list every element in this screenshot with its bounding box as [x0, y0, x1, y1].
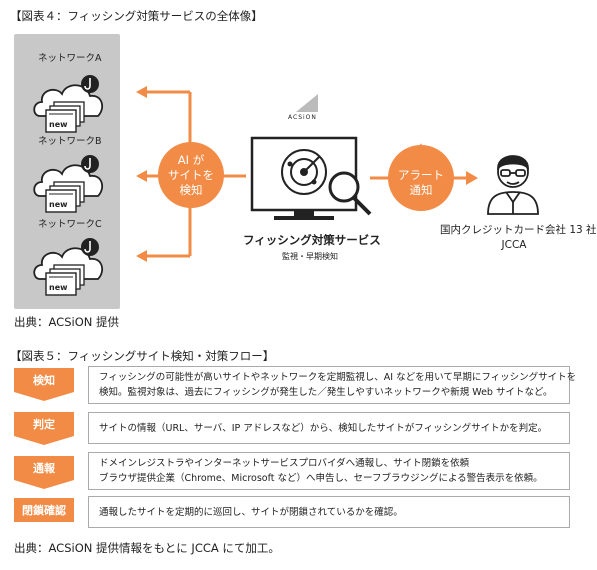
- ai-circle-line: AI が: [177, 152, 205, 167]
- step-desc-line: ブラウザ提供企業（Chrome、Microsoft など）へ申告し、セーフブラウ…: [99, 473, 543, 484]
- magnifier-icon: [328, 171, 372, 216]
- step-desc-line: 通報したサイトを定期的に巡回し、サイトが閉鎖されているかを確認。: [99, 506, 403, 518]
- step-desc-line: フィッシングの可能性が高いサイトやネットワークを定期監視し、AI などを用いて早…: [99, 372, 577, 383]
- alert-circle-line: 通知: [409, 183, 433, 197]
- ai-detect-circle: AI が サイトを 検知: [158, 142, 224, 208]
- network-a-icon: [33, 74, 104, 133]
- ai-circle-line: 検知: [179, 182, 203, 197]
- acsion-logo-text: ACSiON: [288, 114, 317, 121]
- new-badge: new: [49, 120, 68, 129]
- network-c-label: ネットワークC: [38, 219, 102, 230]
- step-desc-line: ドメインレジストラやインターネットサービスプロバイダへ通報し、サイト閉鎖を依頼: [99, 458, 470, 469]
- alert-circle-line: アラート: [398, 168, 444, 182]
- step-desc-confirm: 通報したサイトを定期的に巡回し、サイトが閉鎖されているかを確認。: [88, 496, 570, 528]
- arrowheads-left: [136, 86, 147, 262]
- customer-label: 国内クレジットカード会社 13 社 JCCA: [440, 222, 597, 251]
- step-arrow: [14, 480, 74, 489]
- new-badge: new: [49, 200, 68, 209]
- step-label-confirm: 閉鎖確認: [14, 498, 74, 522]
- step-desc-line: 検知。監視対象は、過去にフィッシングが発生した／発生しやすいネットワークや新規 …: [99, 387, 553, 398]
- step-label-detect: 検知: [14, 368, 74, 392]
- service-title: フィッシング対策サービス: [243, 233, 381, 247]
- network-c-icon: [33, 237, 104, 296]
- step-desc-detect: フィッシングの可能性が高いサイトやネットワークを定期監視し、AI などを用いて早…: [88, 366, 577, 404]
- service-subtitle: 監視・早期検知: [282, 252, 338, 261]
- network-a-label: ネットワークA: [38, 53, 102, 64]
- acsion-logo-mark: [296, 94, 318, 112]
- new-badge: new: [49, 283, 68, 292]
- figure-4-title: 【図表４：フィッシング対策サービスの全体像】: [10, 9, 263, 23]
- step-desc-report: ドメインレジストラやインターネットサービスプロバイダへ通報し、サイト閉鎖を依頼 …: [88, 452, 570, 490]
- person-icon: [487, 155, 539, 215]
- figure-5-title: 【図表５：フィッシングサイト検知・対策フロー】: [10, 349, 275, 363]
- alert-notify-circle: アラート 通知: [388, 145, 454, 211]
- customer-line-2: JCCA: [501, 239, 527, 251]
- step-desc-line: サイトの情報（URL、サーバ、IP アドレスなど）から、検知したサイトがフィッシ…: [99, 422, 548, 434]
- ai-circle-line: サイトを: [168, 167, 214, 182]
- network-b-label: ネットワークB: [38, 136, 102, 147]
- network-b-icon: [33, 154, 104, 213]
- figure-5-source: 出典：ACSiON 提供情報をもとに JCCA にて加工。: [14, 541, 280, 555]
- step-label-report: 通報: [14, 456, 74, 480]
- step-arrow: [14, 436, 74, 445]
- customer-line-1: 国内クレジットカード会社 13 社: [440, 224, 597, 236]
- step-desc-judge: サイトの情報（URL、サーバ、IP アドレスなど）から、検知したサイトがフィッシ…: [88, 412, 570, 444]
- step-arrow: [14, 392, 74, 401]
- figure-4-source: 出典：ACSiON 提供: [14, 315, 119, 329]
- step-label-judge: 判定: [14, 412, 74, 436]
- alert-arrowhead: [466, 171, 478, 185]
